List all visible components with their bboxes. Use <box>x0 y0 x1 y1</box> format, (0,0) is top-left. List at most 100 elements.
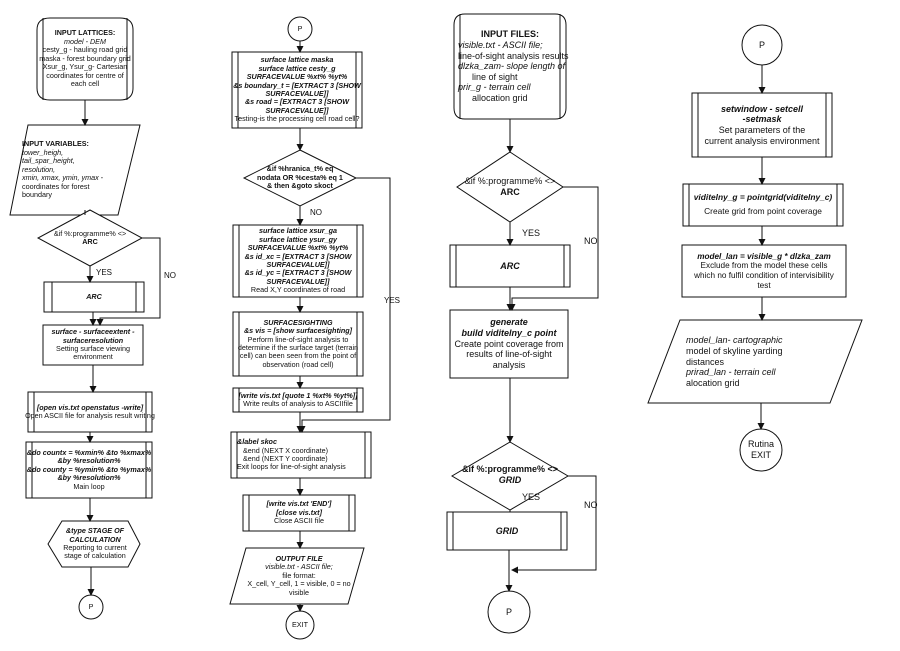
col3-generate-process <box>449 309 569 379</box>
text-line: prir_g - terrain cell <box>458 82 531 93</box>
text-line: &by %resolution% <box>57 473 121 483</box>
col3-arc-process <box>449 244 571 288</box>
text-line: &s id_xc = [EXTRACT 3 [SHOW <box>244 251 352 261</box>
text-line: &if %:programme% <> <box>53 228 127 238</box>
col3-grid-label: GRID <box>453 514 561 548</box>
text-line: X_cell, Y_cell, 1 = visible, 0 = no <box>247 579 351 589</box>
text-line: Testing-is the processing cell road cell… <box>234 114 360 124</box>
text-line: Close ASCII file <box>274 516 324 526</box>
col4-output-shape <box>647 319 863 404</box>
col4-model-label: model_lan = visible_g * dlzka_zam Exclud… <box>682 247 846 295</box>
text-line: tower_heigh, <box>22 147 64 157</box>
col3-no-label: NO <box>584 236 598 246</box>
col2-output-label: OUTPUT FILE visible.txt - ASCII file; fi… <box>240 550 358 602</box>
col3-no2-label: NO <box>584 500 598 510</box>
col1-if-arc-label: &if %:programme% <> ARC <box>48 226 132 250</box>
col3-if-grid-label: &if %:programme% <> GRID <box>460 462 560 488</box>
col2-shapes <box>229 16 372 640</box>
text-line: Reporting to current <box>63 543 127 552</box>
text-line: Rutina <box>747 439 774 450</box>
col2-write1-process <box>232 387 364 413</box>
text-line: prirad_lan - terrain cell <box>686 367 776 378</box>
text-line: test <box>757 280 771 290</box>
text-line: P <box>297 23 303 33</box>
text-line: P <box>88 601 94 611</box>
text-line: observation (road cell) <box>262 359 334 369</box>
text-line: build viditelny_c point <box>461 328 557 339</box>
col2-output-file-shape <box>229 547 365 605</box>
text-line: file format: <box>282 570 316 580</box>
text-line: coordinates for forest <box>22 181 90 191</box>
col1-arc-label: ARC <box>52 285 136 309</box>
col1-input-lattices-label: INPUT LATTICES: model - DEM cesty_g - ha… <box>39 20 130 98</box>
col4-rutina-exit-label: Rutina EXIT <box>740 436 782 464</box>
text-line: [close vis.txt] <box>276 507 322 517</box>
text-line: coordinates for centre of <box>46 70 124 80</box>
text-line: Read X,Y coordinates of road <box>250 285 346 295</box>
text-line: OUTPUT FILE <box>275 553 323 563</box>
text-line: model of skyline yarding <box>686 346 783 357</box>
text-line: determine if the surface target (terrain <box>237 343 359 352</box>
text-line: environment <box>73 352 113 362</box>
text-line: INPUT LATTICES: <box>54 28 116 38</box>
col4-shapes <box>647 24 863 472</box>
col1-input-lattices-shape <box>36 17 134 101</box>
text-line: EXIT <box>292 619 308 629</box>
col2-xsur-process <box>232 224 364 298</box>
text-line: analysis <box>492 359 526 370</box>
col1-surface-label: surface - surfaceextent - surfaceresolut… <box>43 327 143 363</box>
text-line: surface lattice xsur_ga <box>259 226 337 236</box>
col1-connector-p-label: P <box>79 595 103 619</box>
text-line: setwindow - setcell <box>720 103 804 114</box>
text-line: allocation grid <box>472 93 528 104</box>
text-line: cell) can been seen from the point of <box>239 351 357 361</box>
text-line: SURFACESIGHTING <box>263 317 333 327</box>
text-line: generate <box>490 317 528 328</box>
text-line: boundary <box>22 190 52 200</box>
text-line: &s road = [EXTRACT 3 [SHOW <box>244 97 350 107</box>
text-line: SURFACEVALUE]] <box>265 105 329 115</box>
col3-arc-label: ARC <box>456 248 564 284</box>
text-line: SURFACEVALUE %xt% %yt% <box>247 243 349 253</box>
col1-edges <box>81 100 161 596</box>
text-line: which no fulfil condition of intervisibi… <box>694 271 834 280</box>
text-line: Write reults of analysis to ASCIIfile <box>243 399 353 408</box>
text-line: surface lattice ysur_gy <box>259 234 337 244</box>
text-line: CALCULATION <box>69 534 121 544</box>
text-line: cesty_g - hauling road grid <box>42 45 128 55</box>
text-line: stage of calculation <box>64 551 126 561</box>
col4-setwindow-process <box>691 92 833 158</box>
text-line: ARC <box>500 260 520 271</box>
text-line: SURFACEVALUE]] <box>265 89 329 98</box>
text-line: xmin, xmax, ymin, ymax - <box>22 173 104 183</box>
text-line: &do countx = %xmin% &to %xmax% <box>26 447 152 457</box>
col1-input-variables-shape <box>9 124 141 216</box>
text-line: Set parameters of the <box>718 125 806 135</box>
text-line: &if %hranica_t% eq <box>266 164 334 174</box>
col3-yes2-label: YES <box>522 492 541 502</box>
text-line: alocation grid <box>686 377 740 388</box>
text-line: SURFACEVALUE]] <box>266 276 330 286</box>
text-line: SURFACEVALUE %xt% %yt% <box>246 72 348 82</box>
col2-label-label: &label skoc &end (NEXT X coordinate) &en… <box>237 434 365 476</box>
col1-do-label: &do countx = %xmin% &to %xmax% &by %reso… <box>27 444 151 496</box>
text-line: GRID <box>495 525 519 536</box>
text-line: current analysis environment <box>704 135 820 146</box>
text-line: Perform line-of-sight analysis to <box>247 334 349 344</box>
text-line: SURFACEVALUE]] <box>266 260 330 269</box>
col4-model-process <box>681 244 847 298</box>
col2-exit-label: EXIT <box>286 613 314 637</box>
text-line: each cell <box>70 79 100 89</box>
col1-shapes <box>9 17 153 620</box>
col4-output-label: model_lan- cartographic model of skyline… <box>672 324 836 400</box>
text-line: line-of-sight analysis results <box>458 50 569 61</box>
text-line: INPUT FILES: <box>481 29 539 40</box>
text-line: Setting surface viewing <box>56 344 130 353</box>
text-line: maska - forest boundary grid <box>39 53 131 63</box>
text-line: ARC <box>82 237 98 246</box>
col1-type-label: &type STAGE OF CALCULATION Reporting to … <box>52 523 138 565</box>
col3-yes-label: YES <box>522 228 541 238</box>
col2-edges <box>296 41 391 612</box>
col2-label-process <box>230 431 372 479</box>
col1-arc-process <box>43 281 145 313</box>
